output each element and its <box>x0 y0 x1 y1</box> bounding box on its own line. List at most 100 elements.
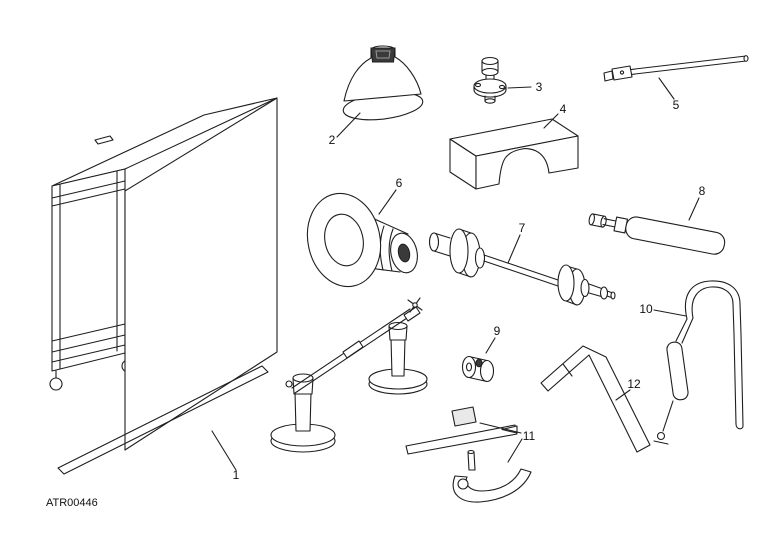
valve-flange-hole-left <box>474 82 482 88</box>
part-label-6: 6 <box>396 176 403 190</box>
cabinet-top-handle <box>94 135 114 145</box>
bent-bar-body <box>540 345 651 453</box>
block-front-face <box>475 135 579 190</box>
handle-tip <box>588 213 595 226</box>
valve-cap-top <box>481 56 499 66</box>
fork-bar <box>405 424 518 455</box>
leader-lines <box>211 77 700 471</box>
leader-12 <box>615 389 631 401</box>
part-4-support-block-drawing <box>449 118 579 190</box>
handle-grip <box>625 216 726 255</box>
right-stand-column <box>390 337 406 377</box>
cabinet-rails <box>51 170 126 370</box>
clamp-bar-mid-joint <box>342 340 364 359</box>
part-7-disc-shaft-drawing <box>428 228 616 306</box>
shaft-left-end <box>428 232 440 252</box>
adapter-flange-inner <box>324 213 364 267</box>
leader-8 <box>688 197 700 221</box>
hub-b <box>580 278 590 298</box>
bushing-side-hole <box>475 358 483 368</box>
cable-handle-grip <box>666 341 689 401</box>
part-9-bushing-drawing <box>461 355 495 383</box>
part-label-5: 5 <box>673 98 680 112</box>
right-stand-collar-top <box>388 321 408 331</box>
cable-hook-outer <box>685 280 742 335</box>
part-6-threaded-adapter-drawing <box>306 192 418 288</box>
part-3-valve-drawing <box>473 56 507 104</box>
wing-screw-hub <box>412 302 418 308</box>
rod-tip-collar <box>603 70 614 82</box>
bushing-front-face <box>461 355 477 379</box>
cone-body <box>343 45 422 102</box>
hook-spanner-pin-top <box>467 449 475 455</box>
left-stand-collar-top <box>292 373 314 383</box>
part-12-bent-bar-drawing <box>540 345 651 453</box>
leader-9 <box>485 337 496 354</box>
valve-stub-bottom <box>484 98 496 104</box>
valve-cap-bottom <box>481 67 499 77</box>
leader-5 <box>658 77 675 100</box>
part-1-stand-cabinet-drawing <box>49 97 278 475</box>
valve-flange-hole-right <box>498 84 506 90</box>
cable-to-handle <box>675 317 694 344</box>
disc-a-front <box>449 228 469 274</box>
rod-collar-hole <box>619 70 625 75</box>
rod-shaft <box>617 55 747 77</box>
part-11-fork-tools-drawing <box>405 406 532 503</box>
adapter-end-hole <box>397 243 411 263</box>
hook-spanner-pin <box>467 451 476 471</box>
leader-1 <box>211 430 237 471</box>
cabinet-side-panel <box>124 97 278 451</box>
cabinet-floor-tray <box>57 365 269 475</box>
leader-6 <box>378 189 397 215</box>
leader-11b <box>507 438 523 463</box>
shaft-middle <box>483 254 562 288</box>
part-number-labels: 1 2 3 4 5 6 7 8 9 10 11 12 <box>233 80 706 482</box>
part-label-4: 4 <box>560 102 567 116</box>
cone-top-opening-inner <box>375 50 391 59</box>
part-label-8: 8 <box>699 184 706 198</box>
leader-4 <box>543 113 559 129</box>
rod-end-cap <box>743 55 749 62</box>
part-8-handle-drawing <box>588 213 726 255</box>
left-stand-column <box>294 391 312 432</box>
end-knob <box>599 286 609 300</box>
caster-wheel-left <box>49 377 63 391</box>
leader-2 <box>336 112 361 138</box>
disc-b-front <box>557 264 575 302</box>
valve-cap-sides <box>481 60 499 80</box>
handle-seg1-lines <box>590 213 606 228</box>
part-label-3: 3 <box>536 80 543 94</box>
part-label-1: 1 <box>233 468 240 482</box>
part-label-12: 12 <box>627 377 641 391</box>
part-2-cone-drawing <box>342 45 424 121</box>
handle-neck <box>602 218 617 228</box>
leader-3 <box>507 86 532 89</box>
cable-end-tip <box>656 431 666 441</box>
handle-seg1-end <box>600 215 607 228</box>
leader-10 <box>653 309 687 317</box>
bent-bar-joggle <box>562 363 573 377</box>
cable-right-drop <box>733 333 744 430</box>
bushing-front-hole <box>465 362 473 372</box>
hub-a <box>474 247 486 269</box>
tip-cap <box>610 291 616 300</box>
figure-code: ATR00446 <box>46 497 98 509</box>
cabinet-left-face <box>51 168 126 372</box>
left-stand-knob <box>285 380 293 388</box>
valve-flange-top <box>473 78 507 94</box>
support-stands-with-bar-drawing <box>270 297 428 453</box>
part-label-2: 2 <box>329 133 336 147</box>
handle-collar <box>613 216 629 234</box>
cone-top-opening <box>370 47 396 63</box>
leader-7 <box>507 234 521 264</box>
cable-end-crossbar <box>653 440 669 445</box>
small-block <box>451 406 477 427</box>
rod-main-collar <box>611 65 633 81</box>
cable-hook-inner <box>691 286 735 335</box>
cable-below-handle <box>662 400 674 432</box>
part-label-7: 7 <box>519 221 526 235</box>
part-label-10: 10 <box>639 302 653 316</box>
